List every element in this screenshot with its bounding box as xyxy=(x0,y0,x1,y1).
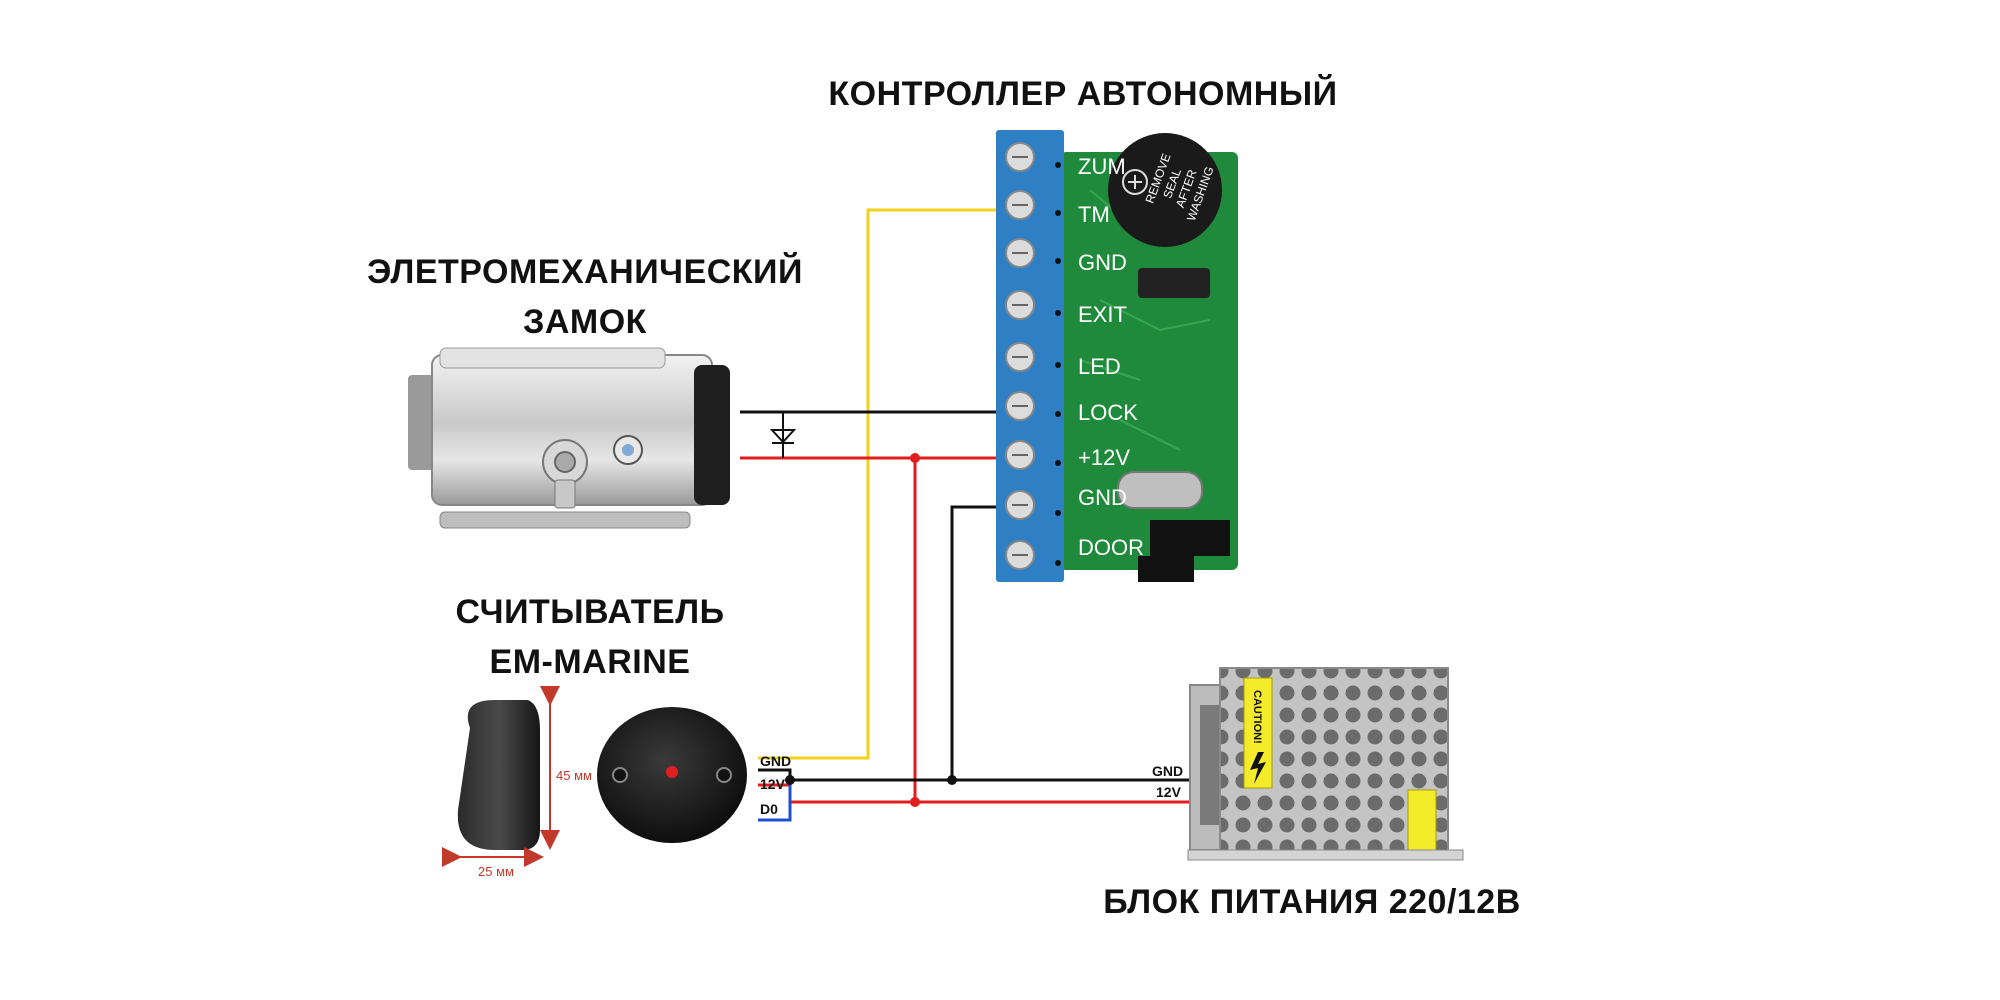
mount-hole xyxy=(612,767,628,783)
junction-dot xyxy=(785,775,795,785)
wire-red-psu xyxy=(758,783,1195,804)
pin-led: LED xyxy=(1005,342,1121,379)
jumper xyxy=(1150,520,1230,556)
electromechanical-lock xyxy=(408,347,730,529)
lock-title-line2: ЗАМОК xyxy=(523,303,647,341)
pin-label: DOOR xyxy=(1078,535,1144,560)
caution-label: CAUTION! xyxy=(1251,690,1263,744)
pin-gnd: GND xyxy=(1005,238,1127,275)
capacitor xyxy=(1138,268,1210,298)
lock-top-plate xyxy=(439,347,666,369)
power-supply: CAUTION! GND 12V xyxy=(1152,667,1464,861)
pin-label: ZUM xyxy=(1078,154,1126,179)
pin-label: +12V xyxy=(1078,445,1130,470)
lightning-icon xyxy=(1250,752,1266,784)
psu-terminal-label: GND xyxy=(1152,763,1183,779)
psu-base xyxy=(1187,849,1464,861)
buzzer: REMOVE SEAL AFTER WASHING xyxy=(1108,133,1222,247)
wire-blue xyxy=(758,780,792,822)
pin-zum: ZUM xyxy=(1005,142,1126,179)
dimension-width-label: 25 мм xyxy=(478,864,514,879)
jumper-base xyxy=(1138,556,1194,582)
pin-lock: LOCK xyxy=(1005,391,1138,425)
pin-label: LOCK xyxy=(1078,400,1138,425)
led-indicator-icon xyxy=(666,766,678,778)
lock-side-cover xyxy=(694,365,730,505)
key-icon xyxy=(554,479,576,509)
crystal xyxy=(1117,471,1203,509)
pin-tm: TM xyxy=(1005,190,1110,227)
psu-terminal-label: 12V xyxy=(1156,784,1182,800)
pin-12v: +12V xyxy=(1005,440,1130,470)
junction-dot xyxy=(910,453,920,463)
pin-label: TM xyxy=(1078,202,1110,227)
psu-side-sticker xyxy=(1407,789,1437,851)
reader-wire-label: GND xyxy=(760,753,791,769)
mount-hole xyxy=(716,767,732,783)
pin-label: GND xyxy=(1078,485,1127,510)
psu-title: БЛОК ПИТАНИЯ 220/12В xyxy=(1103,883,1521,921)
wire-yellow xyxy=(758,208,1000,760)
controller-pins: ZUM TM GND EXIT LED xyxy=(1005,142,1144,570)
reader-side-view: 45 мм 25 мм xyxy=(442,686,592,879)
reader-wire-label: D0 xyxy=(760,801,778,817)
pin-label: EXIT xyxy=(1078,302,1127,327)
reader-front-view: GND 12V D0 xyxy=(597,707,791,843)
junction-dot xyxy=(947,775,957,785)
dimension-height-label: 45 мм xyxy=(556,768,592,783)
diode-symbol xyxy=(769,429,797,444)
wire-black-gnd xyxy=(950,505,1000,780)
wire-black-psu xyxy=(758,768,1195,782)
pin-door: DOOR xyxy=(1005,535,1144,570)
controller-title: КОНТРОЛЛЕР АВТОНОМНЫЙ xyxy=(828,74,1337,113)
pin-gnd2: GND xyxy=(1005,485,1127,520)
lock-bottom-plate xyxy=(439,511,691,529)
wires xyxy=(740,208,1195,822)
keyhole-icon xyxy=(554,451,576,473)
junction-dot xyxy=(910,797,920,807)
reader-wire-label: 12V xyxy=(760,776,786,792)
pin-label: LED xyxy=(1078,354,1121,379)
reader-title-line1: СЧИТЫВАТЕЛЬ xyxy=(455,593,724,631)
reader-title-line2: EM-MARINE xyxy=(490,643,691,681)
lock-title-line1: ЭЛЕТРОМЕХАНИЧЕСКИЙ xyxy=(367,252,803,291)
pcb xyxy=(1060,152,1238,570)
pin-label: GND xyxy=(1078,250,1127,275)
lock-button-center xyxy=(622,444,634,456)
pin-exit: EXIT xyxy=(1005,290,1127,327)
reader-cone xyxy=(457,700,540,850)
